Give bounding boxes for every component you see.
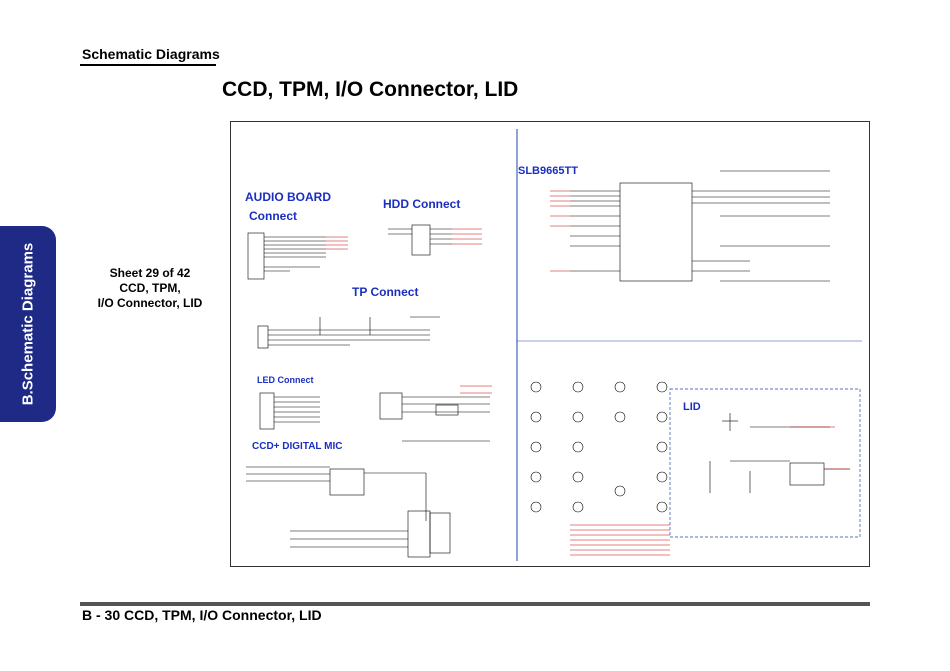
sheet-info: Sheet 29 of 42 CCD, TPM, I/O Connector, … (80, 266, 220, 311)
ccd-mic-title: CCD+ DIGITAL MIC (252, 441, 342, 452)
lid-title: LID (683, 401, 701, 413)
schematic-drawing: AUDIO BOARD Connect HDD Connect TP Conne… (230, 121, 870, 567)
side-tab: B.Schematic Diagrams (0, 226, 56, 422)
header-rule (80, 64, 216, 66)
led-connect-title: LED Connect (257, 375, 314, 385)
tpm-nets (550, 190, 570, 272)
audio-connector (247, 232, 326, 280)
sheet-name-line1: CCD, TPM, (119, 281, 181, 295)
net-list (570, 524, 670, 556)
audio-connect-title: Connect (249, 209, 297, 223)
led-connector (259, 392, 320, 430)
hdd-connector (388, 224, 452, 256)
footer-text: B - 30 CCD, TPM, I/O Connector, LID (82, 607, 322, 623)
tpm-title: SLB9665TT (518, 165, 578, 177)
lid-dashed-box (669, 388, 861, 538)
touch-circuit (379, 392, 490, 442)
sheet-number: Sheet 29 of 42 (109, 266, 191, 280)
side-tab-label: B.Schematic Diagrams (19, 242, 37, 406)
ccd-circuit (246, 466, 451, 558)
audio-nets (326, 236, 348, 250)
hdd-connect-title: HDD Connect (383, 197, 460, 211)
mounting-holes (530, 381, 668, 513)
audio-board-title: AUDIO BOARD (245, 190, 331, 204)
footer-rule (80, 602, 870, 606)
tp-connector (257, 316, 440, 349)
misc-nets (460, 385, 850, 470)
tpm-chip (570, 170, 830, 282)
hdd-nets (452, 228, 482, 245)
lid-circuit (709, 413, 850, 493)
page-title: CCD, TPM, I/O Connector, LID (222, 78, 519, 101)
section-header: Schematic Diagrams (82, 46, 220, 62)
schematic-frame (230, 121, 870, 567)
sheet-name-line2: I/O Connector, LID (97, 296, 203, 310)
tp-connect-title: TP Connect (352, 285, 418, 299)
